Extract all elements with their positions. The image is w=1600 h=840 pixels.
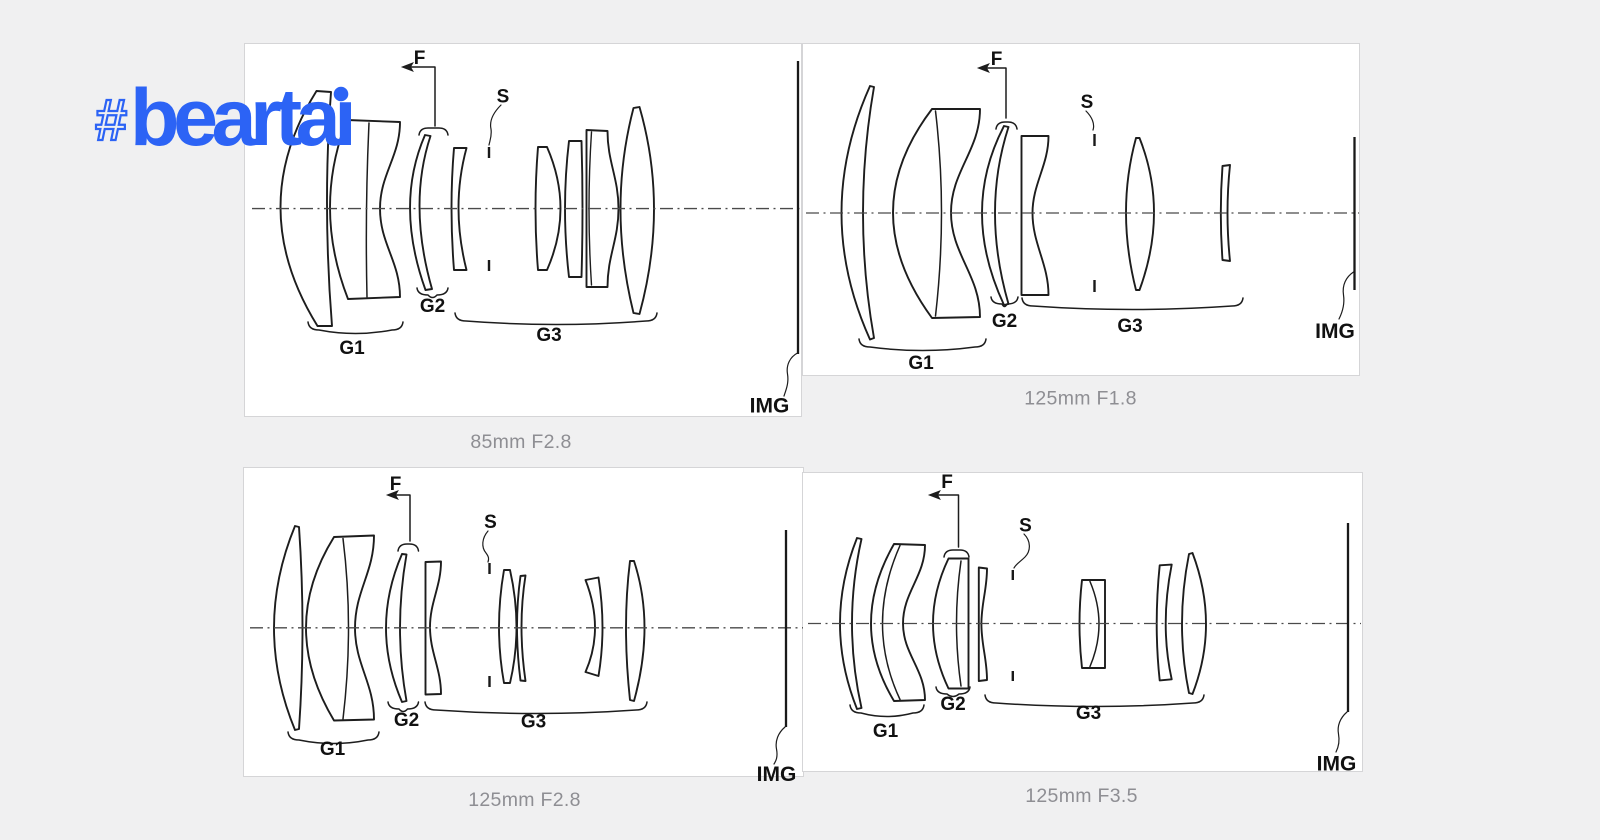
svg-text:G3: G3 [536, 325, 561, 346]
svg-text:G2: G2 [992, 311, 1017, 332]
svg-text:85mm F2.8: 85mm F2.8 [470, 431, 571, 453]
svg-text:F: F [941, 472, 953, 493]
svg-text:S: S [497, 87, 510, 108]
svg-text:G3: G3 [1117, 316, 1142, 337]
svg-text:G1: G1 [873, 721, 899, 742]
svg-text:F: F [991, 49, 1003, 70]
svg-text:IMG: IMG [750, 395, 790, 418]
svg-text:G2: G2 [420, 296, 445, 317]
svg-text:G3: G3 [1076, 703, 1101, 724]
svg-text:G2: G2 [394, 710, 419, 731]
svg-text:F: F [414, 48, 426, 69]
svg-text:G2: G2 [940, 694, 965, 715]
svg-text:S: S [1019, 516, 1032, 537]
svg-text:G1: G1 [339, 338, 365, 359]
svg-text:IMG: IMG [1315, 320, 1355, 343]
svg-text:F: F [390, 474, 402, 495]
svg-text:125mm F1.8: 125mm F1.8 [1024, 388, 1136, 410]
svg-text:G1: G1 [320, 739, 346, 760]
svg-text:IMG: IMG [1317, 753, 1357, 776]
svg-text:beartaı: beartaı [130, 73, 351, 163]
svg-text:G3: G3 [521, 712, 546, 733]
svg-text:G1: G1 [908, 353, 934, 374]
svg-text:125mm F3.5: 125mm F3.5 [1025, 785, 1137, 807]
svg-text:125mm F2.8: 125mm F2.8 [468, 789, 580, 811]
svg-text:IMG: IMG [757, 763, 797, 786]
svg-text:S: S [484, 512, 497, 533]
svg-text:#: # [95, 88, 127, 153]
svg-text:S: S [1081, 92, 1094, 113]
